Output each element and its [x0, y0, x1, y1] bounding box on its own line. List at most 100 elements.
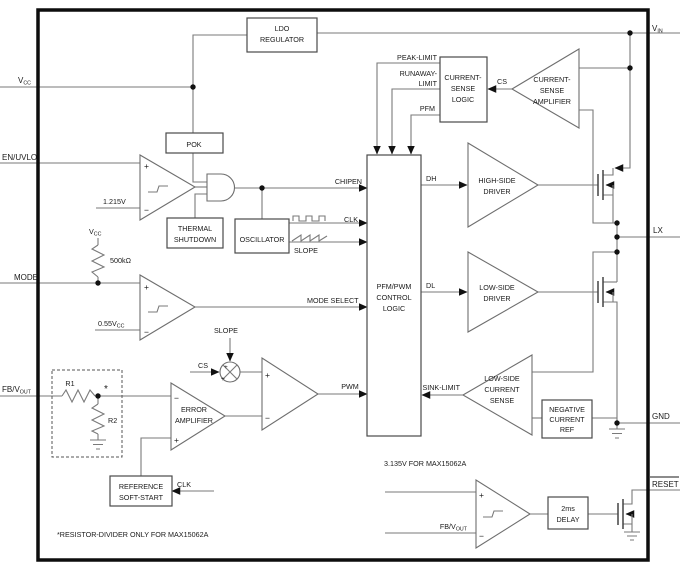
- pin-fb-main: FB/V: [2, 385, 20, 394]
- wires: [0, 32, 680, 541]
- thermal-label-1: THERMAL: [178, 224, 212, 233]
- low-side-driver: [467, 251, 540, 333]
- cs-logic-label-2: SENSE: [451, 84, 476, 93]
- summing-plus-top: +: [224, 364, 228, 371]
- hysteresis-icon-reset: [483, 510, 503, 518]
- junction-dot: [614, 420, 620, 426]
- pwm-comp-minus: −: [265, 413, 270, 423]
- value-mode-thresh: 0.55VCC: [98, 319, 125, 330]
- signal-peak-limit: PEAK-LIMIT: [397, 53, 438, 62]
- junction-dot: [627, 30, 633, 36]
- error-amp-label-2: AMPLIFIER: [175, 416, 213, 425]
- pin-fb-sub: OUT: [20, 390, 32, 396]
- signal-cs: CS: [497, 77, 507, 86]
- signal-sink-limit: SINK-LIMIT: [422, 383, 460, 392]
- value-r2: R2: [108, 416, 117, 425]
- reset-comparator: [475, 479, 532, 549]
- wire-peak-limit: [373, 62, 440, 155]
- block-2ms-delay: [547, 496, 589, 530]
- value-vcc-rail: VCC: [89, 227, 102, 238]
- mode-comp-plus: +: [144, 282, 149, 292]
- reset-comp-plus: +: [479, 490, 484, 500]
- cs-logic-label-3: LOGIC: [452, 95, 474, 104]
- cs-amp-label-2: SENSE: [540, 86, 565, 95]
- divider-asterisk: *: [104, 384, 108, 395]
- signal-dl: DL: [426, 281, 435, 290]
- hs-driver-label-2: DRIVER: [483, 187, 510, 196]
- pin-vcc-sub: CC: [23, 81, 31, 87]
- note-footnote: *RESISTOR-DIVIDER ONLY FOR MAX15062A: [57, 530, 209, 539]
- mode-thresh-sub: CC: [117, 324, 125, 330]
- oscillator-label: OSCILLATOR: [240, 235, 285, 244]
- cs-amp-label-1: CURRENT-: [533, 75, 571, 84]
- note-reset-threshold: 3.135V FOR MAX15062A: [384, 459, 467, 468]
- pwm-comparator: [261, 356, 320, 432]
- ldo-label-1: LDO: [275, 24, 290, 33]
- low-side-current-sense: [461, 354, 533, 436]
- high-side-driver: [467, 142, 540, 228]
- ls-sense-label-1: LOW-SIDE: [484, 374, 520, 383]
- wire-reset-pin: [623, 489, 680, 505]
- junction-dot: [95, 393, 101, 399]
- signal-pfm: PFM: [420, 104, 435, 113]
- wire-hs-drain: [603, 168, 614, 176]
- junction-dot: [627, 65, 633, 71]
- delay-label-1: 2ms: [561, 504, 575, 513]
- pin-label-mode: MODE: [14, 273, 38, 282]
- fb-cmp-sub: OUT: [456, 527, 468, 533]
- ls-sense-label-3: SENSE: [490, 396, 515, 405]
- signal-slope: SLOPE: [294, 246, 318, 255]
- value-fb-vout-cmp: FB/VOUT: [440, 522, 468, 533]
- error-amp-plus: +: [174, 435, 179, 445]
- neg-ref-label-1: NEGATIVE: [549, 405, 585, 414]
- wire-rfet-source: [623, 514, 633, 532]
- resistor-divider-dashed-box: [51, 369, 123, 458]
- error-amp-minus: −: [174, 393, 179, 403]
- vcc-rail-main: V: [89, 227, 94, 236]
- wire-ldo-output: [192, 34, 247, 133]
- control-label-1: PFM/PWM: [377, 282, 412, 291]
- pin-label-gnd: GND: [652, 412, 670, 421]
- pin-label-reset: RESET: [652, 480, 679, 489]
- mode-thresh-main: 0.55V: [98, 319, 117, 328]
- wire-csa-bottom-input: [579, 109, 617, 224]
- vcc-rail-sub: CC: [94, 232, 102, 238]
- block-thermal-shutdown: [166, 217, 224, 249]
- junction-dots: [95, 30, 633, 426]
- summing-x-icon: [222, 364, 238, 380]
- block-pok: [165, 132, 224, 154]
- pin-vcc-main: V: [18, 76, 24, 85]
- labels: VCC EN/UVLO MODE FB/VOUT VIN LX GND RESE…: [2, 24, 679, 541]
- wire-pok-and: [192, 153, 207, 183]
- control-label-3: LOGIC: [383, 304, 405, 313]
- hysteresis-icon-mode: [148, 305, 168, 313]
- ref-ss-label-1: REFERENCE: [119, 482, 164, 491]
- junction-dot: [614, 220, 620, 226]
- summing-plus-left: +: [221, 376, 225, 383]
- block-ldo-regulator: [246, 17, 318, 53]
- wire-ls-source: [603, 292, 618, 423]
- ls-driver-label-2: DRIVER: [483, 294, 510, 303]
- low-side-mosfet: [597, 277, 604, 307]
- pin-label-lx: LX: [653, 226, 663, 235]
- block-negative-current-ref: [541, 399, 593, 439]
- block-current-sense-logic: [439, 56, 488, 123]
- cs-amp-label-3: AMPLIFIER: [533, 97, 571, 106]
- wire-vin-to-hsfet: [614, 33, 631, 172]
- pin-vin-sub: IN: [657, 29, 662, 35]
- control-label-2: CONTROL: [376, 293, 411, 302]
- signal-slope-sum: SLOPE: [214, 326, 238, 335]
- resistor-r1: [61, 388, 96, 404]
- signal-pwm: PWM: [341, 382, 359, 391]
- ls-sense-label-2: CURRENT: [484, 385, 520, 394]
- wire-pfm: [407, 114, 440, 155]
- pwm-comp-plus: +: [265, 370, 270, 380]
- fb-cmp-main: FB/V: [440, 522, 456, 531]
- junction-dot: [614, 234, 620, 240]
- wire-thermal-and: [194, 193, 207, 218]
- error-amplifier: [170, 382, 227, 451]
- block-reference-soft-start: [109, 475, 173, 507]
- ls-driver-label-1: LOW-SIDE: [479, 283, 515, 292]
- pin-vin-main: V: [652, 24, 658, 33]
